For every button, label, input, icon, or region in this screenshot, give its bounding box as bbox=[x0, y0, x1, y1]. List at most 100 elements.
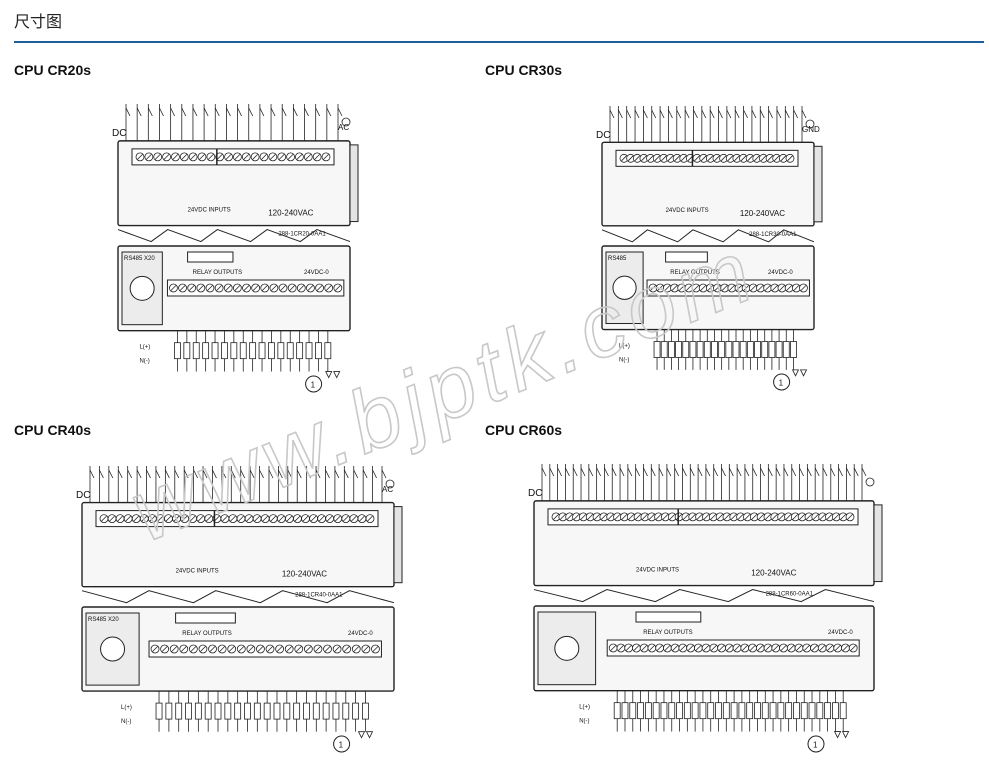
load-icon bbox=[183, 342, 191, 360]
load-icon bbox=[312, 702, 320, 720]
screw-slot bbox=[650, 285, 656, 291]
screw-slot bbox=[363, 646, 369, 652]
screw-slot bbox=[353, 646, 360, 652]
screw-slot bbox=[721, 285, 728, 291]
screw-slot bbox=[729, 285, 735, 291]
screw-slot bbox=[737, 514, 744, 520]
ground-arrow-icon bbox=[325, 371, 333, 379]
db9-connector-icon bbox=[554, 635, 580, 661]
load-icon bbox=[808, 702, 816, 720]
screw-slot bbox=[137, 154, 143, 160]
model-number: 288-1CR40-0AA1 bbox=[295, 593, 343, 599]
screw-slot bbox=[190, 154, 196, 160]
load-icon bbox=[785, 702, 793, 720]
switch-contact bbox=[668, 109, 673, 119]
screw-slot bbox=[154, 154, 161, 160]
screw-slot bbox=[718, 645, 725, 651]
screw-slot bbox=[294, 515, 301, 522]
screw-slot bbox=[656, 645, 663, 651]
screw-slot bbox=[222, 515, 228, 522]
switch-contact bbox=[617, 109, 623, 119]
screw-slot bbox=[257, 646, 264, 652]
switch-contact bbox=[814, 467, 820, 477]
screw-slot bbox=[717, 514, 723, 520]
screw-slot bbox=[179, 285, 186, 291]
load-icon bbox=[332, 702, 340, 720]
screw-slot bbox=[208, 154, 214, 160]
load-icon bbox=[268, 342, 275, 360]
load-icon bbox=[689, 341, 697, 358]
load-icon bbox=[273, 702, 281, 720]
ac-supply-label: AC bbox=[382, 485, 393, 494]
screw-slot bbox=[635, 514, 641, 520]
screw-slot bbox=[672, 645, 678, 651]
model-number: 288-1CR30-0AA1 bbox=[749, 232, 797, 238]
port-label: RS485 bbox=[608, 256, 627, 262]
screw-slot bbox=[847, 514, 853, 520]
screw-slot bbox=[765, 645, 771, 651]
switch-contact bbox=[565, 467, 570, 477]
screw-slot bbox=[754, 155, 760, 162]
switch-contact bbox=[776, 109, 782, 119]
switch-contact bbox=[230, 469, 236, 479]
callout-marker bbox=[773, 373, 791, 391]
screw-slot bbox=[850, 645, 856, 651]
screw-slot bbox=[278, 515, 285, 522]
screw-slot bbox=[566, 514, 573, 520]
load-icon bbox=[286, 342, 294, 360]
screw-slot bbox=[163, 154, 170, 160]
load-icon bbox=[683, 702, 691, 720]
screw-slot bbox=[664, 645, 671, 651]
screw-slot bbox=[302, 515, 309, 522]
switch-contact bbox=[174, 469, 180, 479]
load-icon bbox=[832, 702, 839, 720]
screw-slot bbox=[793, 285, 800, 291]
switch-contact bbox=[721, 467, 726, 477]
load-icon bbox=[174, 342, 181, 360]
load-icon bbox=[165, 702, 173, 720]
screw-slot bbox=[228, 646, 235, 652]
ac-supply-label: AC bbox=[338, 123, 349, 132]
screw-slot bbox=[694, 155, 700, 162]
screw-slot bbox=[749, 645, 756, 651]
screw-slot bbox=[601, 514, 607, 520]
screw-slot bbox=[780, 155, 787, 162]
load-icon bbox=[192, 342, 200, 360]
screw-slot bbox=[271, 285, 277, 291]
load-icon bbox=[715, 702, 722, 720]
load-icon bbox=[730, 702, 738, 720]
switch-contact bbox=[193, 469, 198, 479]
screw-slot bbox=[314, 154, 320, 160]
load-icon bbox=[824, 702, 832, 720]
screw-slot bbox=[785, 514, 792, 520]
screw-slot bbox=[262, 515, 268, 522]
screw-slot bbox=[648, 514, 655, 520]
switch-contact bbox=[572, 467, 578, 477]
db9-connector-icon bbox=[100, 636, 126, 662]
load-icon bbox=[682, 341, 690, 358]
switch-contact bbox=[237, 107, 242, 117]
load-icon bbox=[621, 702, 629, 720]
screw-slot bbox=[289, 285, 295, 291]
load-icon bbox=[352, 702, 360, 720]
screw-slot bbox=[170, 285, 177, 291]
screw-slot bbox=[819, 514, 826, 520]
switch-contact bbox=[793, 109, 799, 119]
ac-source-icon bbox=[385, 479, 395, 489]
switch-contact bbox=[791, 467, 797, 477]
screw-slot bbox=[323, 154, 329, 160]
load-icon bbox=[644, 702, 652, 720]
screw-slot bbox=[751, 514, 758, 520]
screw-slot bbox=[149, 515, 156, 522]
screw-slot bbox=[181, 515, 188, 522]
load-icon bbox=[324, 342, 332, 360]
switch-contact bbox=[744, 467, 750, 477]
switch-contact bbox=[705, 467, 711, 477]
screw-slot bbox=[343, 515, 349, 522]
screw-slot bbox=[671, 285, 678, 291]
switch-contact bbox=[221, 469, 227, 479]
screw-slot bbox=[683, 514, 689, 520]
switch-contact bbox=[580, 467, 586, 477]
load-icon bbox=[667, 341, 675, 358]
switch-contact bbox=[619, 467, 625, 477]
